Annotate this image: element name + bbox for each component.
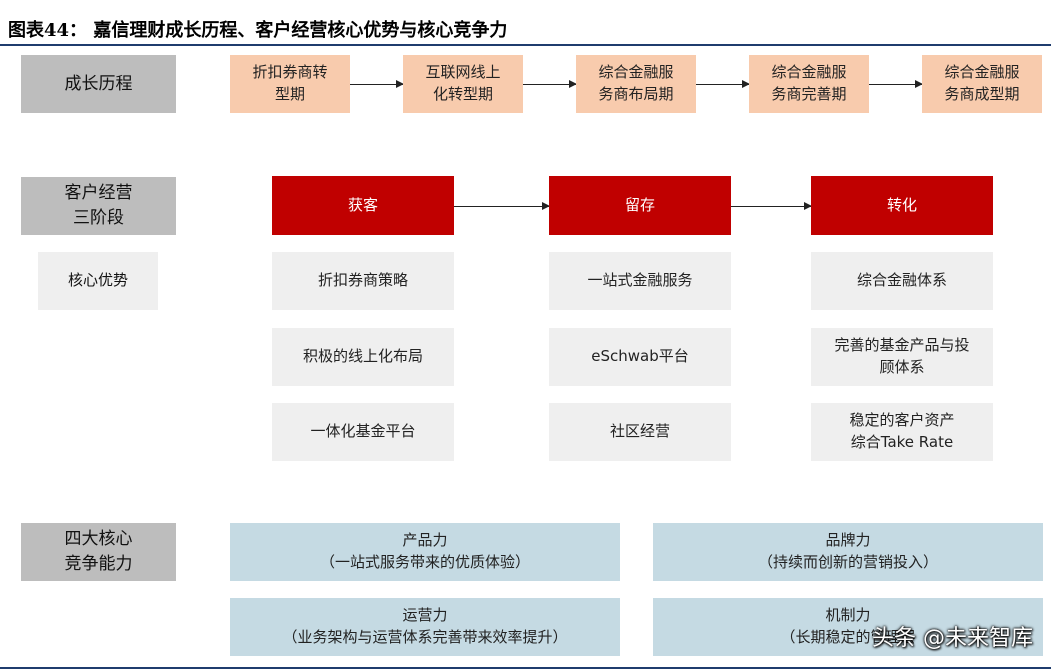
competency-brand-title: 品牌力 xyxy=(825,531,871,550)
phase-arrow-2 xyxy=(523,80,577,88)
advantage-1-2: 积极的线上化布局 xyxy=(272,328,454,386)
competency-operation-desc: （业务架构与运营体系完善带来效率提升） xyxy=(282,628,568,646)
competency-product-title: 产品力 xyxy=(402,531,448,550)
phase-box-5: 综合金融服 务商成型期 xyxy=(922,55,1042,113)
competency-mechanism: 机制力 （长期稳定的管理层 xyxy=(653,598,1043,656)
figure-title: 图表44： 嘉信理财成长历程、客户经营核心优势与核心竞争力 xyxy=(8,20,508,41)
phase-box-1: 折扣券商转 型期 xyxy=(230,55,350,113)
phase-arrow-1 xyxy=(350,80,404,88)
stage-convert: 转化 xyxy=(811,176,993,235)
competency-mechanism-title: 机制力 xyxy=(825,606,871,625)
competency-product-desc: （一站式服务带来的优质体验） xyxy=(319,553,530,571)
competency-brand-desc: （持续而创新的营销投入） xyxy=(757,553,938,571)
title-divider xyxy=(0,44,1051,46)
competency-product: 产品力 （一站式服务带来的优质体验） xyxy=(230,523,620,581)
bottom-divider xyxy=(0,667,1051,669)
competency-operation-title: 运营力 xyxy=(402,606,448,625)
advantage-1-1: 折扣券商策略 xyxy=(272,252,454,310)
core-label: 核心优势 xyxy=(38,252,158,310)
advantage-3-2: 完善的基金产品与投 顾体系 xyxy=(811,328,993,386)
watermark: 头条 @未来智库 xyxy=(872,626,1033,651)
advantage-2-2: eSchwab平台 xyxy=(549,328,731,386)
stage-arrow-2 xyxy=(731,202,812,210)
advantage-3-1: 综合金融体系 xyxy=(811,252,993,310)
advantage-3-3: 稳定的客户资产 综合Take Rate xyxy=(811,403,993,461)
competency-operation: 运营力 （业务架构与运营体系完善带来效率提升） xyxy=(230,598,620,656)
competency-mechanism-desc: （长期稳定的管理层 xyxy=(780,628,916,646)
stage-arrow-1 xyxy=(454,202,550,210)
stages-label: 客户经营 三阶段 xyxy=(21,177,176,235)
phase-arrow-4 xyxy=(869,80,923,88)
advantage-2-1: 一站式金融服务 xyxy=(549,252,731,310)
phase-box-4: 综合金融服 务商完善期 xyxy=(749,55,869,113)
phase-box-3: 综合金融服 务商布局期 xyxy=(576,55,696,113)
stage-acquire: 获客 xyxy=(272,176,454,235)
advantage-2-3: 社区经营 xyxy=(549,403,731,461)
growth-label: 成长历程 xyxy=(21,55,176,113)
competitiveness-label: 四大核心 竞争能力 xyxy=(21,523,176,581)
stage-retain: 留存 xyxy=(549,176,731,235)
advantage-1-3: 一体化基金平台 xyxy=(272,403,454,461)
competency-brand: 品牌力 （持续而创新的营销投入） xyxy=(653,523,1043,581)
phase-arrow-3 xyxy=(696,80,750,88)
phase-box-2: 互联网线上 化转型期 xyxy=(403,55,523,113)
